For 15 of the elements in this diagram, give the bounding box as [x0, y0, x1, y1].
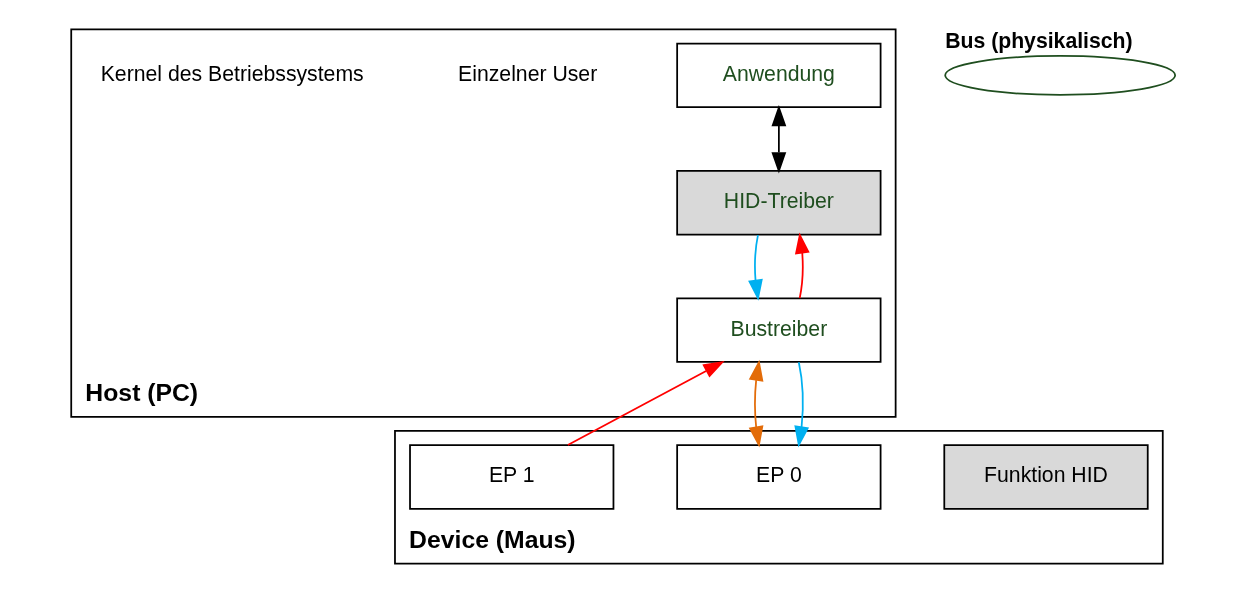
label: Kernel des Betriebssystems: [100, 61, 364, 85]
node-box: EP 1: [408, 444, 614, 510]
node-box: EP 0: [675, 444, 881, 510]
arrow: [747, 234, 763, 301]
arrow: [794, 232, 810, 299]
label: Einzelner User: [457, 61, 597, 85]
node-box: Bustreiber: [675, 297, 881, 363]
node-ellipse: [943, 55, 1176, 96]
arrow: [748, 359, 763, 448]
node-box: Funktion HID: [942, 444, 1149, 510]
node-label: Bus (physikalisch): [944, 29, 1133, 53]
arrow: [770, 105, 786, 174]
arrow: [793, 361, 809, 448]
node-box: HID-Treiber: [675, 170, 881, 236]
node-box: Anwendung: [675, 42, 881, 109]
